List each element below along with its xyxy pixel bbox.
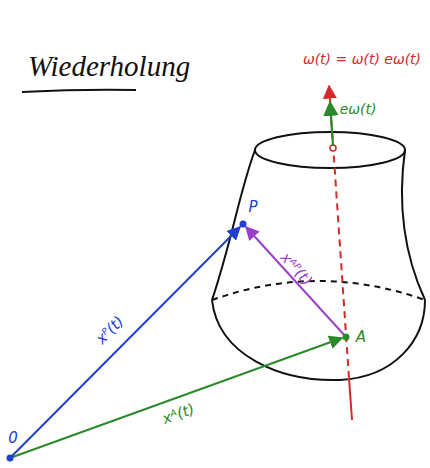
relative-vector	[246, 227, 346, 337]
position-vector	[10, 227, 240, 458]
vector-label: xᴬᴾ(t)	[277, 249, 315, 289]
vector-label: xᴬ(t)	[160, 401, 197, 428]
vector-label: xᴾ(t)	[93, 313, 127, 348]
point	[343, 334, 350, 341]
origin-label: 0	[8, 430, 18, 447]
heading: Wiederholung	[28, 50, 190, 83]
position-vector	[10, 338, 342, 458]
rigid-body	[212, 132, 425, 380]
point-label: P	[248, 199, 257, 216]
vector-label: eω(t)	[340, 102, 377, 117]
point	[240, 221, 247, 228]
rotation-axis	[349, 378, 352, 420]
title-underline	[22, 90, 136, 92]
point-label: A	[356, 329, 366, 346]
rotation-axis	[329, 86, 349, 378]
origin-point	[7, 455, 14, 462]
unit-vector	[330, 102, 333, 146]
vector-label: ω(t) = ω(t) eω(t)	[303, 52, 421, 67]
